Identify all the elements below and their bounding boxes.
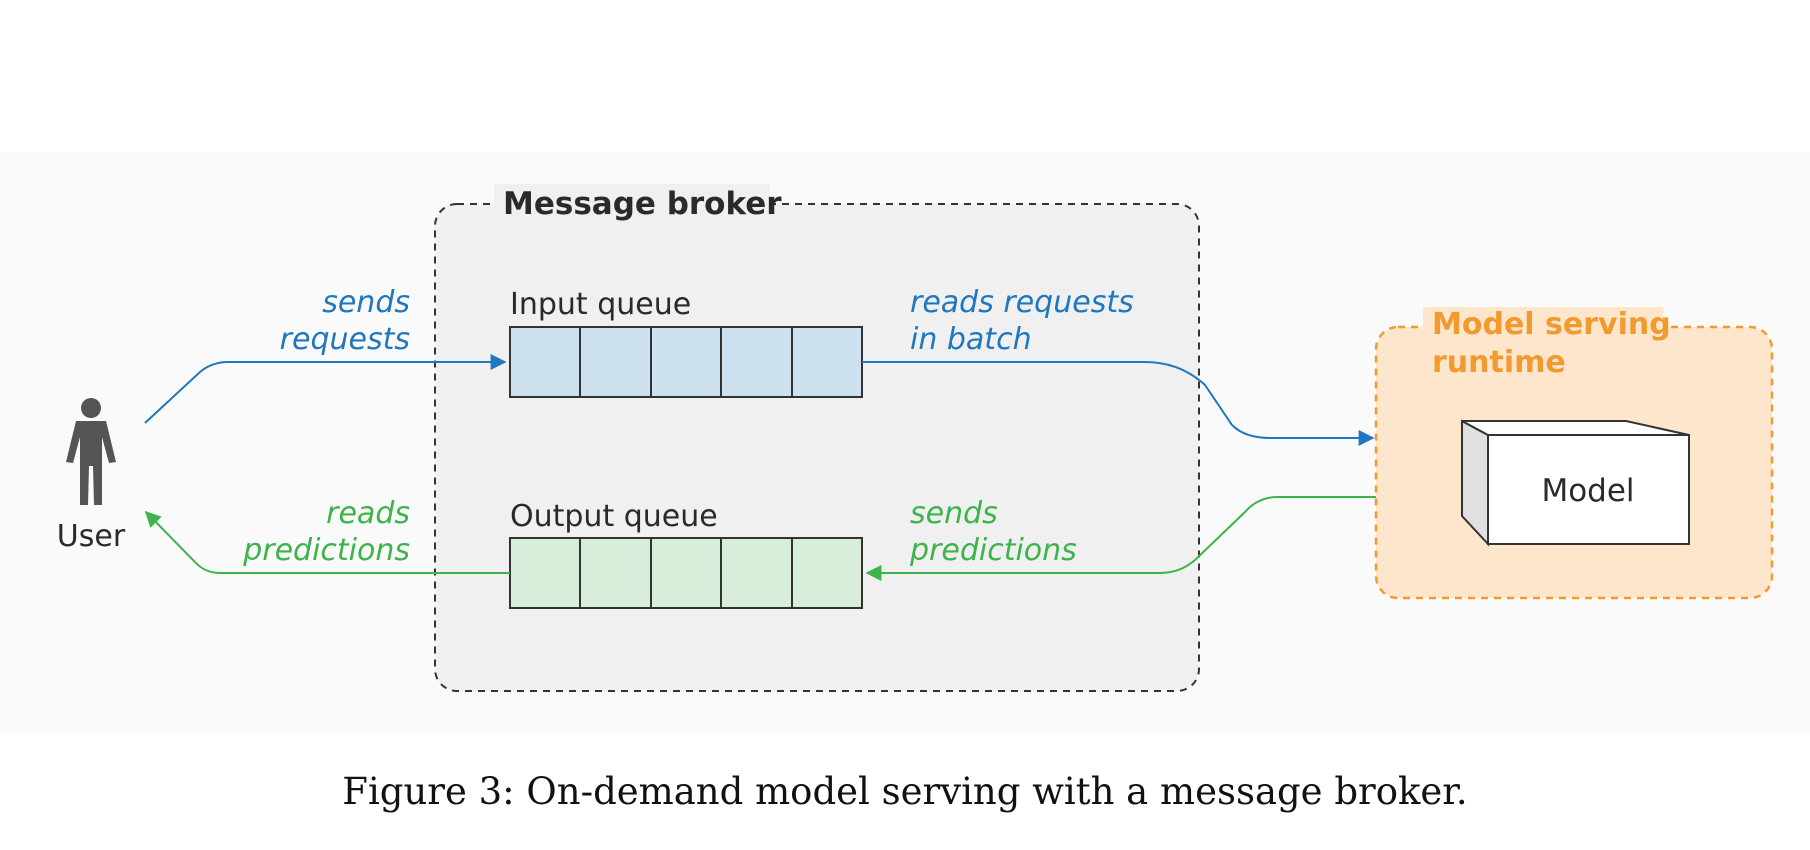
reads-predictions-label-line2: predictions — [242, 533, 410, 568]
sends-predictions-label-line1: sends — [910, 496, 998, 531]
broker-title-gap — [494, 184, 770, 224]
input-queue — [509, 326, 863, 398]
model-box — [1461, 419, 1690, 547]
sends-requests-arrow — [144, 354, 507, 424]
reads-requests-arrow — [862, 361, 1375, 446]
runtime-title-line1: Model serving — [1432, 307, 1671, 342]
runtime-title-line2: runtime — [1432, 345, 1566, 380]
user-icon — [66, 398, 116, 505]
broker-title: Message broker — [503, 186, 782, 222]
output-queue — [509, 537, 863, 609]
reads-requests-label-line2: in batch — [910, 322, 1032, 357]
runtime-title-gap — [1423, 307, 1663, 347]
sends-requests-label-line1: sends — [322, 285, 410, 320]
reads-requests-label-line1: reads requests — [910, 285, 1134, 320]
user-label: User — [57, 519, 126, 554]
reads-predictions-arrow — [144, 510, 510, 574]
sends-predictions-arrow — [865, 496, 1376, 581]
sends-predictions-label-line2: predictions — [909, 533, 1077, 568]
message-broker-box — [434, 203, 1200, 692]
reads-predictions-label-line1: reads — [326, 496, 410, 531]
figure-caption: Figure 3: On-demand model serving with a… — [342, 770, 1468, 813]
model-label: Model — [1541, 473, 1634, 509]
sends-requests-label-line2: requests — [280, 322, 410, 357]
input-queue-label: Input queue — [510, 287, 691, 322]
output-queue-label: Output queue — [510, 499, 718, 534]
